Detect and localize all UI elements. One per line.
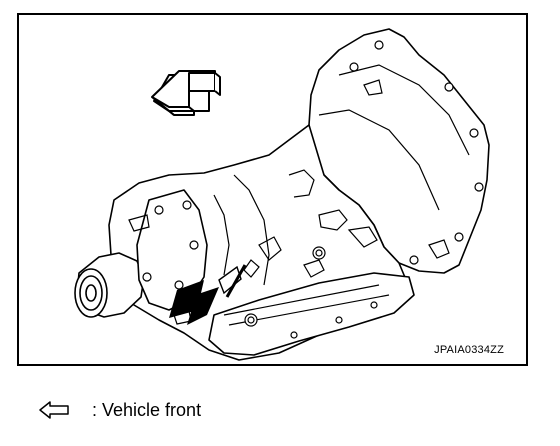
transmission-details	[128, 64, 470, 326]
hollow-3d-arrow-icon	[151, 70, 221, 116]
figure-code: JPAIA0334ZZ	[434, 344, 504, 356]
transmission-body	[74, 28, 490, 361]
legend-label: : Vehicle front	[92, 399, 202, 420]
bolt-heads	[142, 40, 484, 339]
transmission-illustration	[74, 28, 490, 361]
hollow-left-arrow-icon	[38, 401, 72, 419]
figure-frame: JPAIA0334ZZ	[17, 13, 528, 366]
solid-black-arrow-icon	[169, 264, 247, 325]
legend: : Vehicle front	[38, 395, 201, 425]
